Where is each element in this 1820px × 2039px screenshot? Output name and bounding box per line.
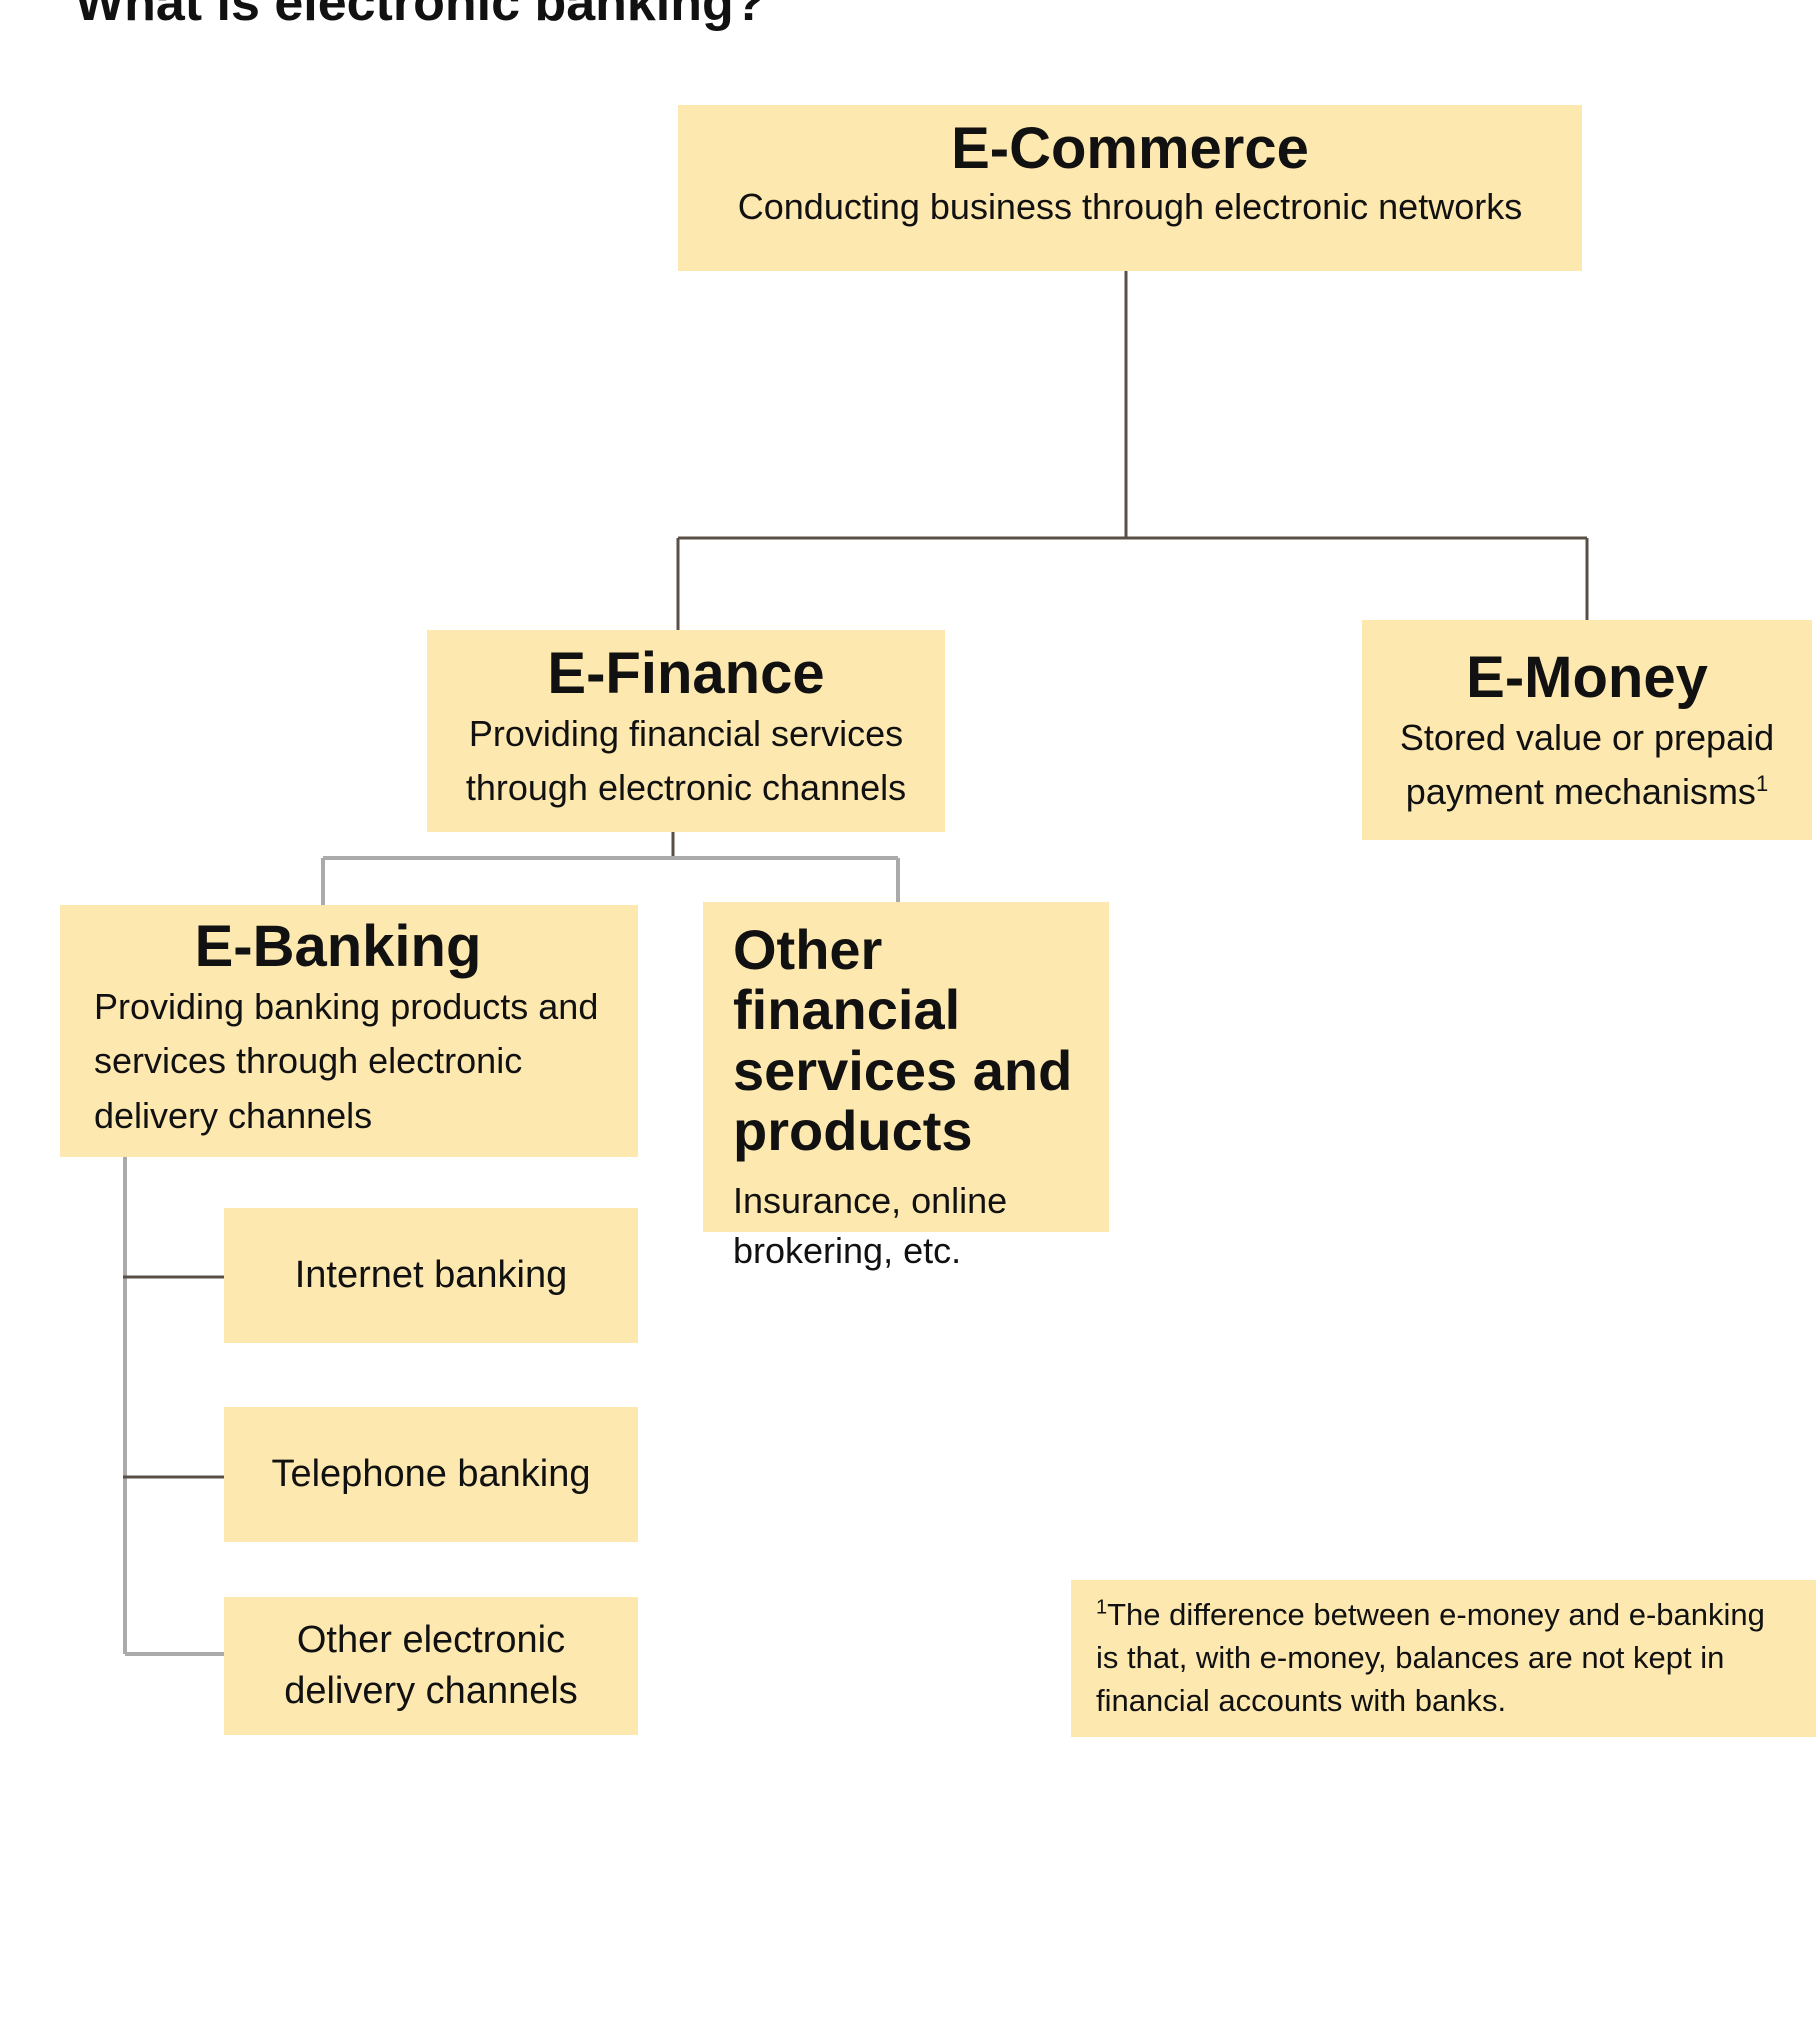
ecommerce-description: Conducting business through electronic n…: [737, 185, 1523, 227]
footnote-box: 1The difference between e-money and e-ba…: [1071, 1580, 1816, 1737]
telephone-banking-box: Telephone banking: [224, 1407, 638, 1542]
other-financial-title-line: Other financial: [733, 918, 961, 1042]
emoney-description-line: Stored value or prepaid: [1399, 716, 1775, 758]
ebanking-description-line: Providing banking products and: [94, 985, 599, 1027]
emoney-description-text: payment mechanisms: [1405, 771, 1756, 813]
ebanking-title: E-Banking: [194, 914, 482, 979]
emoney-description-line: payment mechanisms1: [1362, 767, 1812, 817]
footnote-text: The difference between e-money and e-ban…: [1107, 1597, 1765, 1632]
other-delivery-channels-line: Other electronic: [296, 1618, 566, 1661]
page-title: What is electronic banking?: [75, 0, 766, 32]
other-financial-title-line: services and: [733, 1038, 1073, 1102]
footnote-line: 1The difference between e-money and e-ba…: [1096, 1594, 1796, 1637]
ebanking-description-line: delivery channels: [94, 1094, 373, 1136]
other-delivery-channels-box: Other electronic delivery channels: [224, 1597, 638, 1735]
other-financial-description-line: brokering, etc.: [733, 1230, 962, 1272]
footnote-line: is that, with e-money, balances are not …: [1096, 1639, 1725, 1675]
emoney-box: E-Money Stored value or prepaid payment …: [1362, 620, 1812, 840]
emoney-title: E-Money: [1466, 645, 1708, 710]
efinance-title: E-Finance: [547, 641, 825, 706]
internet-banking-label: Internet banking: [294, 1253, 568, 1296]
internet-banking-box: Internet banking: [224, 1208, 638, 1343]
footnote-line: financial accounts with banks.: [1096, 1682, 1507, 1718]
other-financial-box: Other financial services and products In…: [703, 902, 1109, 1271]
other-financial-description-line: Insurance, online: [733, 1179, 1008, 1221]
ebanking-description-line: services through electronic: [94, 1040, 523, 1082]
other-financial-title-line: products: [733, 1099, 973, 1163]
footnote-marker: 1: [1096, 1596, 1108, 1619]
efinance-description-line: through electronic channels: [465, 767, 907, 809]
emoney-footnote-marker: 1: [1755, 771, 1769, 797]
other-delivery-channels-line: delivery channels: [284, 1670, 578, 1712]
ebanking-box: E-Banking Providing banking products and…: [60, 905, 638, 1157]
ecommerce-title: E-Commerce: [951, 116, 1309, 181]
efinance-box: E-Finance Providing financial services t…: [427, 630, 945, 832]
efinance-description-line: Providing financial services: [468, 712, 904, 754]
ecommerce-box: E-Commerce Conducting business through e…: [678, 105, 1582, 271]
telephone-banking-label: Telephone banking: [271, 1452, 591, 1495]
